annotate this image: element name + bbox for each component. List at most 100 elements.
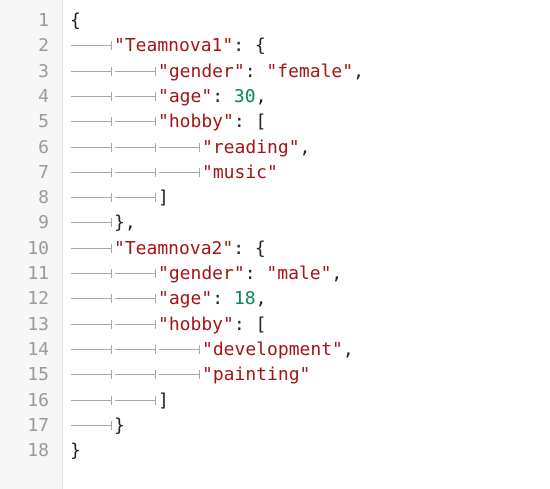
line-number: 4 (38, 85, 49, 107)
punctuation-token: , (255, 85, 267, 107)
number-token: 30 (233, 85, 256, 107)
code-text: "hobby": [ (70, 312, 266, 337)
code-line[interactable]: 11"gender": "male", (0, 261, 550, 286)
tab-indent-marker (70, 413, 114, 438)
punctuation-token: } (70, 440, 81, 462)
code-line[interactable]: 15"painting" (0, 362, 550, 387)
tab-indent-marker (70, 388, 114, 413)
tab-indent-marker (70, 84, 114, 109)
punctuation-token: }, (114, 212, 136, 234)
punctuation-token: : [ (233, 313, 267, 335)
tab-indent-marker (158, 135, 202, 160)
string-token: "age" (158, 85, 213, 107)
line-number: 5 (38, 111, 49, 133)
code-line[interactable]: 9}, (0, 210, 550, 235)
tab-indent-marker (70, 109, 114, 134)
tab-indent-marker (70, 286, 114, 311)
tab-indent-marker (70, 59, 114, 84)
code-line[interactable]: 18} (0, 438, 550, 463)
line-number: 7 (38, 161, 49, 183)
tab-indent-marker (114, 109, 158, 134)
tab-indent-marker (70, 160, 114, 185)
code-line[interactable]: 1{ (0, 8, 550, 33)
code-text: "gender": "female", (70, 59, 364, 84)
line-number: 1 (38, 10, 49, 31)
line-number: 12 (27, 288, 49, 310)
tab-indent-marker (114, 160, 158, 185)
tab-indent-marker (114, 388, 158, 413)
line-number: 3 (38, 60, 49, 82)
tab-indent-marker (70, 210, 114, 235)
line-number-gutter (0, 0, 63, 489)
code-text: "age": 18, (70, 286, 266, 311)
punctuation-token: : { (233, 35, 266, 57)
string-token: "Teamnova2" (114, 237, 234, 259)
punctuation-token: , (255, 288, 267, 310)
line-number: 17 (27, 414, 49, 436)
line-number: 13 (27, 313, 49, 335)
punctuation-token: : (212, 288, 234, 310)
code-text: "reading", (70, 135, 310, 160)
tab-indent-marker (114, 185, 158, 210)
code-line[interactable]: 14 "development", (0, 337, 550, 362)
tab-indent-marker (114, 59, 158, 84)
string-token: "hobby" (158, 111, 234, 133)
code-text: "development", (70, 337, 354, 362)
line-number: 10 (27, 237, 49, 259)
tab-indent-marker (114, 135, 158, 160)
code-line[interactable]: 10 "Teamnova2": { (0, 236, 550, 261)
code-line[interactable]: 12 "age": 18, (0, 286, 550, 311)
code-line[interactable]: 16] (0, 388, 550, 413)
punctuation-token: , (299, 136, 311, 158)
tab-indent-marker (114, 362, 158, 387)
code-text: "age": 30, (70, 84, 266, 109)
code-text: ] (70, 388, 169, 413)
code-text: "hobby": [ (70, 109, 266, 134)
line-number: 11 (27, 263, 49, 284)
tab-indent-marker (158, 160, 202, 185)
code-line[interactable]: 3 "gender": "female", (0, 59, 550, 84)
string-token: "male" (266, 263, 332, 284)
code-text: }, (70, 210, 136, 235)
tab-indent-marker (70, 261, 114, 286)
punctuation-token: , (331, 263, 343, 284)
tab-indent-marker (70, 312, 114, 337)
punctuation-token: { (70, 10, 81, 31)
tab-indent-marker (70, 236, 114, 261)
code-text: } (70, 413, 125, 438)
code-line[interactable]: 8] (0, 185, 550, 210)
line-number: 14 (27, 338, 49, 360)
string-token: "development" (202, 338, 343, 360)
tab-indent-marker (158, 337, 202, 362)
tab-indent-marker (70, 135, 114, 160)
string-token: "female" (266, 60, 354, 82)
punctuation-token: , (353, 60, 364, 82)
tab-indent-marker (70, 337, 114, 362)
line-number: 18 (27, 440, 49, 462)
tab-indent-marker (70, 185, 114, 210)
code-line[interactable]: 4 "age": 30, (0, 84, 550, 109)
punctuation-token: ] (158, 187, 169, 209)
code-line[interactable]: 17} (0, 413, 550, 438)
code-text: "Teamnova2": { (70, 236, 266, 261)
tab-indent-marker (70, 362, 114, 387)
punctuation-token: : (244, 60, 267, 82)
string-token: "Teamnova1" (114, 35, 234, 57)
line-number: 9 (38, 212, 49, 234)
code-text: "Teamnova1": { (70, 33, 266, 58)
string-token: "painting" (202, 364, 311, 386)
code-line[interactable]: 6 "reading", (0, 135, 550, 160)
punctuation-token: : (244, 263, 267, 284)
punctuation-token: : (212, 85, 234, 107)
tab-indent-marker (70, 33, 114, 58)
code-line[interactable]: 13 "hobby": [ (0, 312, 550, 337)
punctuation-token: : { (233, 237, 266, 259)
code-line[interactable]: 2"Teamnova1": { (0, 33, 550, 58)
tab-indent-marker (114, 337, 158, 362)
string-token: "age" (158, 288, 213, 310)
code-line[interactable]: 7 "music" (0, 160, 550, 185)
code-line[interactable]: 5 "hobby": [ (0, 109, 550, 134)
string-token: "music" (202, 161, 278, 183)
line-number: 6 (38, 136, 49, 158)
